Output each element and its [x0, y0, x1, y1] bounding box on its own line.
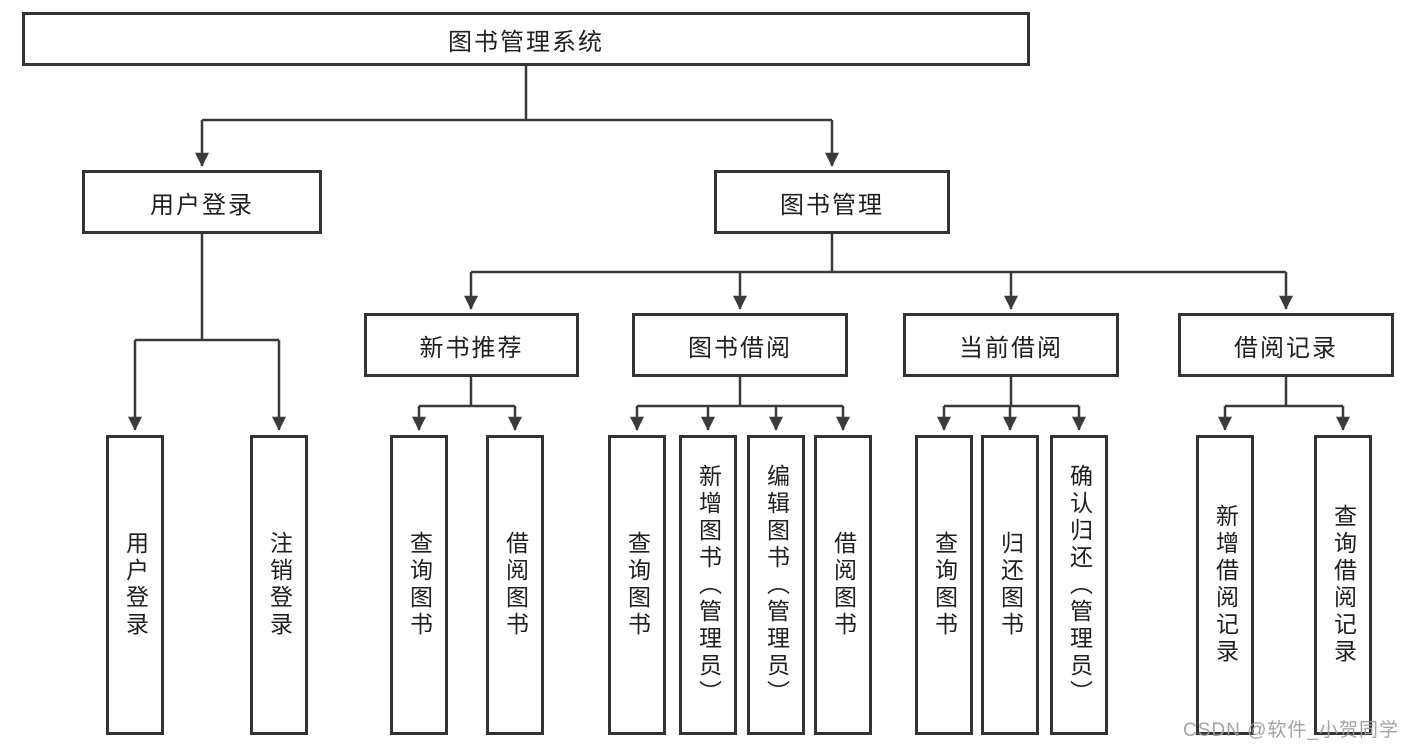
node-library-system-root: 图书管理系统	[22, 12, 1030, 66]
node-leaf-edit-books-admin: 编辑图书（管理员）	[747, 435, 805, 735]
node-leaf-user-login: 用户登录	[106, 435, 164, 735]
node-borrowing-records: 借阅记录	[1178, 313, 1394, 377]
node-leaf-borrow-books-borrowing: 借阅图书	[814, 435, 872, 735]
node-leaf-add-books-admin: 新增图书（管理员）	[679, 435, 737, 735]
node-current-borrowing: 当前借阅	[903, 313, 1119, 377]
watermark: CSDN @软件_小贺同学	[1183, 720, 1399, 741]
node-book-management: 图书管理	[714, 170, 950, 234]
node-leaf-query-books-current: 查询图书	[915, 435, 973, 735]
node-leaf-confirm-return-admin: 确认归还（管理员）	[1050, 435, 1108, 735]
node-leaf-borrow-books-recommend: 借阅图书	[486, 435, 544, 735]
node-new-book-recommend: 新书推荐	[364, 313, 579, 377]
node-leaf-query-books-borrowing: 查询图书	[608, 435, 666, 735]
node-leaf-logout: 注销登录	[250, 435, 308, 735]
node-leaf-query-books-recommend: 查询图书	[390, 435, 448, 735]
node-user-login: 用户登录	[82, 170, 322, 234]
node-leaf-add-borrow-record: 新增借阅记录	[1196, 435, 1254, 735]
node-leaf-query-borrow-record: 查询借阅记录	[1314, 435, 1372, 735]
node-leaf-return-books: 归还图书	[981, 435, 1039, 735]
node-book-borrowing: 图书借阅	[632, 313, 848, 377]
